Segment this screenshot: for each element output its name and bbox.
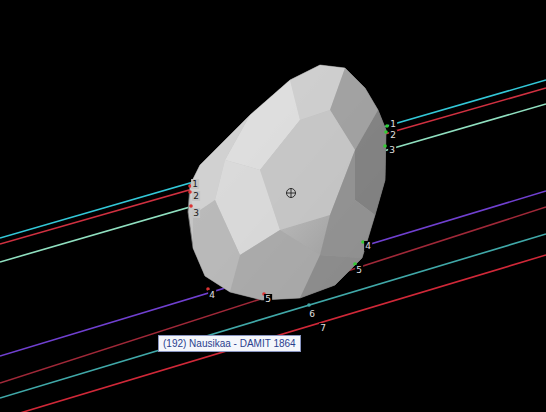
chord-number: 1 (389, 119, 397, 129)
chord-number: 4 (208, 290, 216, 300)
chord-number: 2 (389, 130, 397, 140)
chord-number: 7 (319, 323, 327, 333)
object-caption: (192) Nausikaa - DAMIT 1864 (158, 335, 301, 352)
chord-number: 5 (355, 265, 363, 275)
chord-number: 3 (388, 145, 396, 155)
chord-number: 4 (364, 241, 372, 251)
chord-number: 5 (264, 294, 272, 304)
chord-endpoint (383, 144, 387, 148)
chord-endpoint (384, 130, 388, 134)
asteroid-shape (188, 65, 386, 300)
chord-number: 1 (191, 179, 199, 189)
chord-number: 2 (192, 191, 200, 201)
chord-number: 6 (308, 309, 316, 319)
chord-endpoint (307, 303, 311, 307)
chord-number: 3 (192, 208, 200, 218)
